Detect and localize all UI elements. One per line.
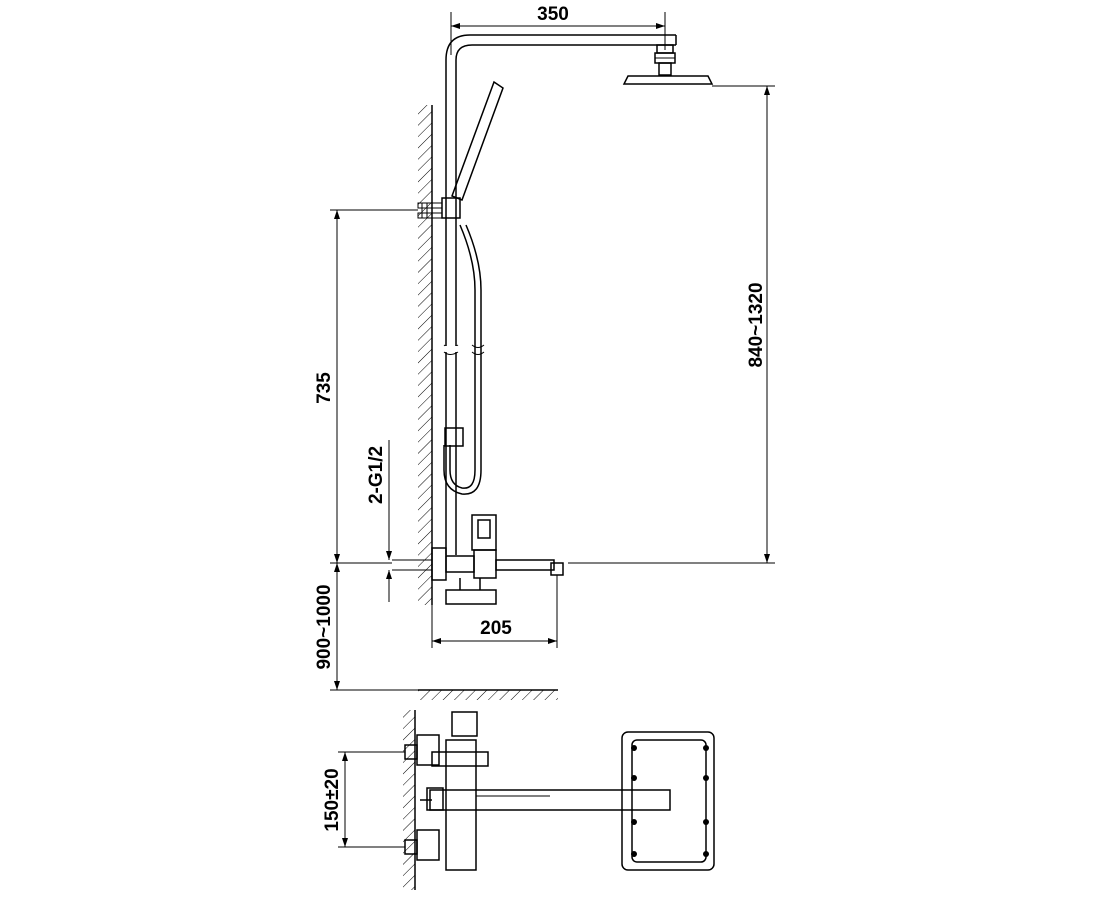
dim-bracket-height: 735 xyxy=(314,209,418,564)
dim-inlet-spacing: 150±20 xyxy=(322,751,405,848)
dim-spout-reach: 205 xyxy=(431,575,558,648)
shower-column xyxy=(443,34,677,555)
dim-inlet-thread-label: 2-G1/2 xyxy=(366,446,387,504)
bracket-screws xyxy=(417,202,443,219)
dim-inlet-spacing-label: 150±20 xyxy=(322,768,343,831)
dim-spout-reach-label: 205 xyxy=(480,618,512,639)
mixer-side xyxy=(392,514,564,605)
hose xyxy=(443,224,485,495)
floor-line xyxy=(418,689,558,700)
mixer-top-view xyxy=(404,711,671,871)
dim-head-height-label: 840~1320 xyxy=(746,282,767,367)
dim-bracket-height-label: 735 xyxy=(314,372,335,404)
dim-head-reach: 350 xyxy=(450,4,666,55)
hand-shower xyxy=(441,80,504,219)
rain-head xyxy=(622,44,714,85)
dim-head-height: 840~1320 xyxy=(568,85,775,564)
wall-side xyxy=(418,105,433,605)
dim-head-reach-label: 350 xyxy=(537,4,569,25)
rain-head-top-view xyxy=(621,731,715,871)
wall-top-view xyxy=(403,710,416,890)
dim-mount-height-label: 900~1000 xyxy=(314,584,335,669)
dim-mount-height: 900~1000 xyxy=(314,563,418,691)
dim-inlet-thread: 2-G1/2 xyxy=(366,440,392,602)
